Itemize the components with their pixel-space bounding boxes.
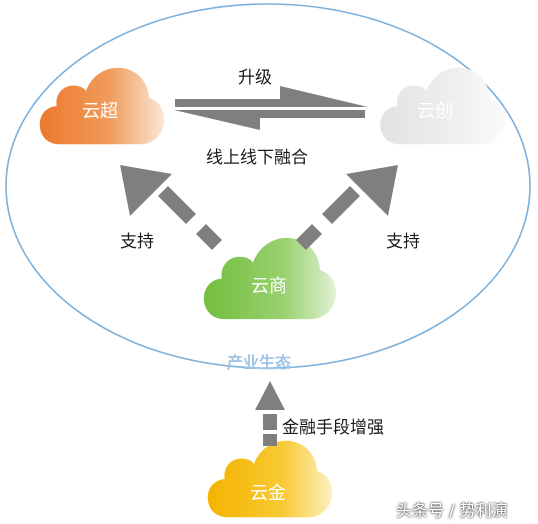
yunchao-label: 云超 [82,101,118,122]
ecosystem-ellipse [5,3,531,369]
ecosystem-label: 产业生态 [227,353,292,372]
watermark: 头条号 / 势利演 [396,501,508,520]
finance-arrow [255,381,285,446]
online-offline-label: 线上线下融合 [206,148,308,168]
yunjin-label: 云金 [250,483,286,504]
finance-label: 金融手段增强 [282,418,384,438]
support-arrow-left [120,165,222,250]
merge-arrow [174,110,365,130]
upgrade-label: 升级 [238,68,272,88]
yunshang-label: 云商 [251,276,287,297]
support-arrow-right [296,165,398,250]
yunchuang-label: 云创 [417,101,453,122]
upgrade-arrow [175,86,368,107]
support-right-label: 支持 [386,232,420,252]
support-left-label: 支持 [120,232,154,252]
